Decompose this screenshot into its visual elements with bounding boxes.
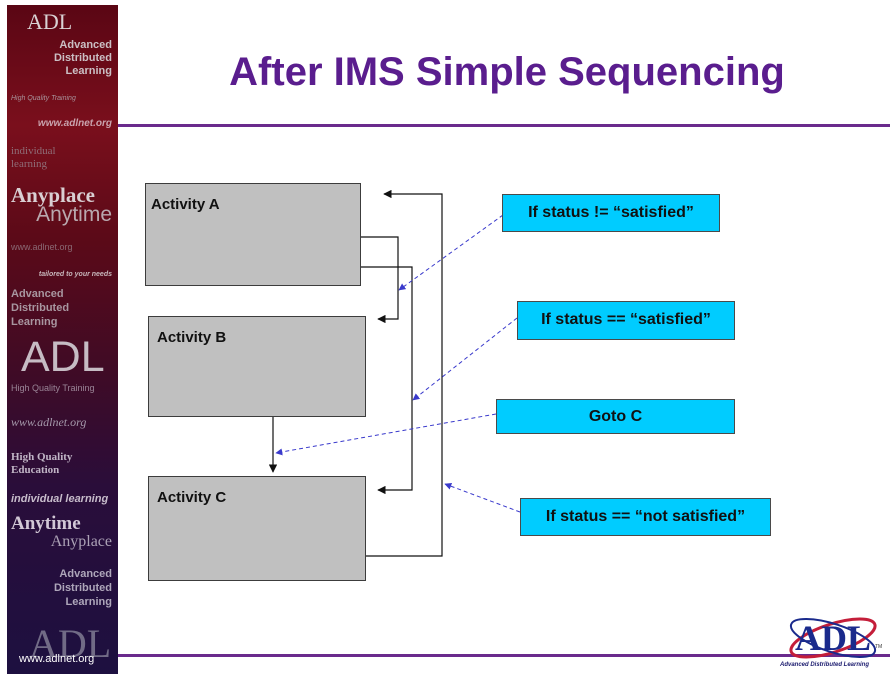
title-divider <box>118 124 890 127</box>
condition-status-not-satisfied-box: If status == “not satisfied” <box>520 498 771 536</box>
sidebar-individual-learning: individual learning <box>11 493 109 505</box>
callout-line <box>275 413 497 456</box>
callout-line <box>398 214 504 291</box>
activity-label: Activity C <box>157 489 227 506</box>
sidebar-high-quality-small: High Quality Training <box>11 95 76 102</box>
sidebar-anytime: Anytime <box>36 203 112 226</box>
adl-logo: ADL TM <box>789 617 882 659</box>
sidebar-individual-learning: individual learning <box>11 145 56 170</box>
condition-not-satisfied-box: If status != “satisfied” <box>502 194 720 232</box>
adl-logo-tm: TM <box>875 644 882 650</box>
sidebar-tailored: tailored to your needs <box>38 271 112 278</box>
footer-divider <box>118 654 890 657</box>
sidebar-high-quality-education: High Quality Education <box>11 451 73 476</box>
condition-satisfied-box: If status == “satisfied” <box>517 301 735 340</box>
sidebar-advanced-distributed-learning: Advanced Distributed Learning <box>11 288 70 328</box>
activity-label: Activity B <box>157 329 227 346</box>
connector-a-to-c <box>361 266 413 495</box>
sidebar-url: www.adlnet.org <box>11 415 87 429</box>
sidebar-adl-logo-text: ADL <box>27 9 73 34</box>
sidebar-advanced-distributed-learning: Advanced Distributed Learning <box>53 568 112 608</box>
activity-b-box: Activity B <box>148 316 366 417</box>
callout-line <box>444 482 521 513</box>
sidebar-anyplace: Anyplace <box>11 183 95 207</box>
sidebar-advanced-distributed-learning: Advanced Distributed Learning <box>53 39 112 77</box>
adl-logo-caption: Advanced Distributed Learning <box>780 662 870 668</box>
sidebar-anyplace: Anyplace <box>50 533 112 550</box>
sidebar-adl-logo-text: ADL <box>29 621 112 666</box>
callout-line <box>412 317 518 401</box>
connector-c-to-a <box>366 189 443 557</box>
activity-label: Activity A <box>151 196 220 213</box>
sidebar-footer-url: www.adlnet.org <box>19 653 95 665</box>
sidebar-high-quality-training: High Quality Training <box>11 383 95 393</box>
adl-logo-letters: ADL <box>795 618 871 658</box>
sidebar-anytime: Anytime <box>11 513 81 534</box>
condition-goto-c-box: Goto C <box>496 399 735 434</box>
activity-c-box: Activity C <box>148 476 366 581</box>
connector-a-to-b <box>361 236 399 324</box>
sidebar-url: www.adlnet.org <box>37 118 112 129</box>
slide-title: After IMS Simple Sequencing <box>229 50 785 94</box>
sidebar-url: www.adlnet.org <box>11 242 73 252</box>
sidebar-adl-logo-text: ADL <box>21 333 105 381</box>
sidebar-banner: ADL Advanced Distributed Learning High Q… <box>7 5 118 674</box>
activity-a-box: Activity A <box>145 183 361 286</box>
